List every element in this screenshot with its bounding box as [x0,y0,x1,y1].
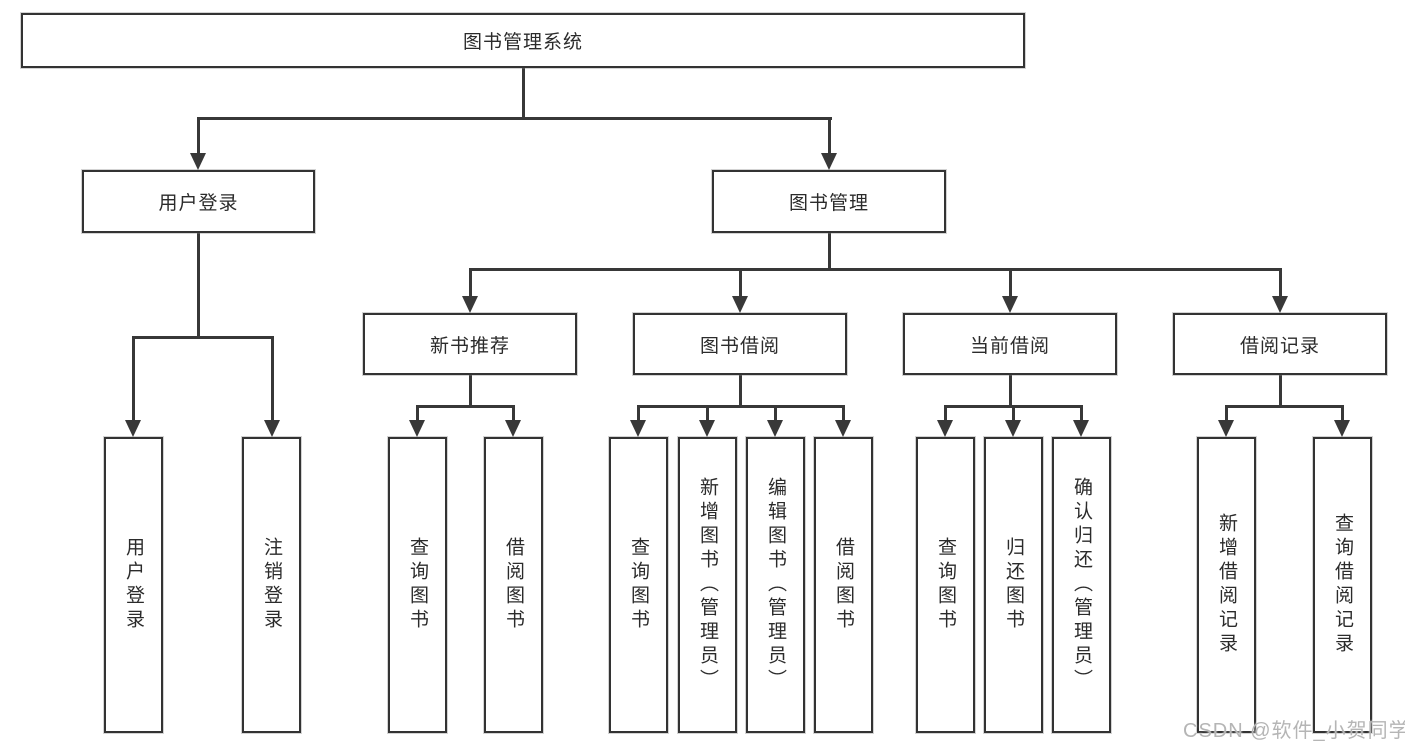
node-label: 用户登录 [123,537,144,633]
connector-line [774,405,777,421]
csdn-watermark: CSDN @软件_小贺同学 [1183,720,1405,742]
node-root-library-system: 图书管理系统 [21,13,1025,68]
leaf-add-borrow-record: 新增借阅记录 [1197,437,1256,733]
node-user-login: 用户登录 [82,170,315,233]
node-label: 查询图书 [628,537,649,633]
arrow-down-icon [821,153,837,170]
connector-line [637,405,640,421]
connector-line [197,232,200,338]
connector-line [1225,405,1344,408]
node-label: 当前借阅 [969,335,1050,357]
leaf-query-borrow-record: 查询借阅记录 [1313,437,1372,733]
connector-line [271,336,274,421]
arrow-down-icon [125,420,141,437]
connector-line [1080,405,1083,421]
arrow-down-icon [767,420,783,437]
arrow-down-icon [1005,420,1021,437]
connector-line [522,66,525,119]
connector-line [1009,373,1012,407]
node-label: 新增图书（管理员） [697,477,718,693]
node-label: 借阅记录 [1239,335,1320,357]
arrow-down-icon [732,296,748,313]
connector-line [739,268,742,298]
connector-line [1279,268,1282,298]
arrow-down-icon [1272,296,1288,313]
leaf-add-book-admin: 新增图书（管理员） [678,437,737,733]
leaf-query-book-3: 查询图书 [916,437,975,733]
connector-line [132,336,274,339]
arrow-down-icon [505,420,521,437]
node-label: 图书管理 [788,193,869,214]
arrow-down-icon [699,420,715,437]
node-label: 注销登录 [261,537,282,633]
connector-line [132,336,135,421]
connector-line [739,373,742,407]
leaf-confirm-return-admin: 确认归还（管理员） [1052,437,1111,733]
connector-line [944,405,947,421]
node-current-borrowing: 当前借阅 [903,313,1117,375]
node-borrowing-records: 借阅记录 [1173,313,1387,375]
node-book-borrowing: 图书借阅 [633,313,847,375]
connector-line [842,405,845,421]
leaf-query-book-2: 查询图书 [609,437,668,733]
connector-line [637,405,845,408]
arrow-down-icon [462,296,478,313]
node-label: 新增借阅记录 [1216,513,1237,657]
leaf-user-login: 用户登录 [104,437,163,733]
node-label: 图书借阅 [699,335,780,357]
arrow-down-icon [835,420,851,437]
arrow-down-icon [264,420,280,437]
node-label: 确认归还（管理员） [1071,477,1092,693]
arrow-down-icon [1218,420,1234,437]
leaf-query-book: 查询图书 [388,437,447,733]
leaf-edit-book-admin: 编辑图书（管理员） [746,437,805,733]
arrow-down-icon [630,420,646,437]
connector-line [469,373,472,407]
connector-line [416,405,515,408]
node-label: 新书推荐 [429,335,510,357]
leaf-borrow-book: 借阅图书 [484,437,543,733]
arrow-down-icon [190,153,206,170]
arrow-down-icon [1334,420,1350,437]
connector-line [469,268,1282,271]
node-label: 查询图书 [935,537,956,633]
arrow-down-icon [409,420,425,437]
node-label: 查询图书 [407,537,428,633]
connector-line [1341,405,1344,421]
node-new-book-recommend: 新书推荐 [363,313,577,375]
connector-line [416,405,419,421]
connector-line [1009,268,1012,298]
connector-line [512,405,515,421]
arrow-down-icon [937,420,953,437]
node-label: 编辑图书（管理员） [765,477,786,693]
arrow-down-icon [1002,296,1018,313]
node-label: 查询借阅记录 [1332,513,1353,657]
leaf-borrow-book-2: 借阅图书 [814,437,873,733]
arrow-down-icon [1073,420,1089,437]
connector-line [1279,373,1282,407]
connector-line [197,117,200,155]
connector-line [1225,405,1228,421]
leaf-logout: 注销登录 [242,437,301,733]
connector-line [197,117,832,120]
node-label: 图书管理系统 [462,32,583,53]
node-label: 用户登录 [158,193,239,214]
node-book-management: 图书管理 [712,170,946,233]
connector-line [469,268,472,298]
connector-line [828,117,831,155]
node-label: 借阅图书 [833,537,854,633]
connector-line [828,232,831,271]
connector-line [706,405,709,421]
leaf-return-book: 归还图书 [984,437,1043,733]
connector-line [1012,405,1015,421]
node-label: 归还图书 [1003,537,1024,633]
node-label: 借阅图书 [503,537,524,633]
